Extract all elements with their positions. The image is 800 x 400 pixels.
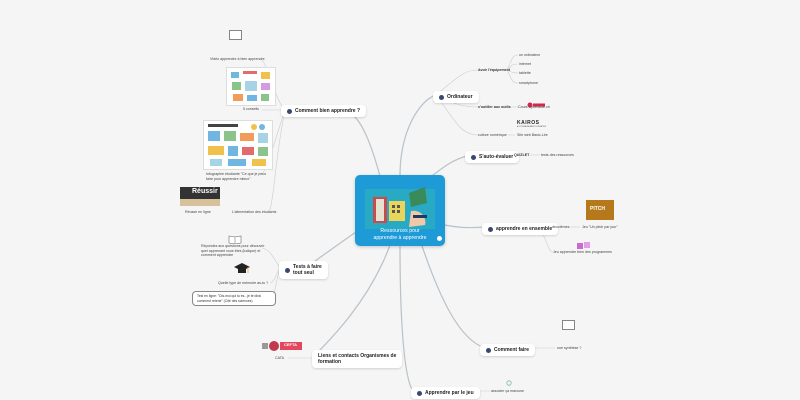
branch-label-line-1: Liens et contacts Organismes de: [318, 353, 397, 359]
cinq-conseils-thumbnail: [226, 67, 276, 106]
branch-label-line-2: formation: [318, 359, 342, 365]
kairos-logo: KAIROS ACCOMPAGNEMENT FORMATION: [517, 120, 551, 130]
leaf-test-en-ligne[interactable]: Test en ligne: "Dis-moi qui tu es...je t…: [192, 291, 276, 306]
center-illustration: [365, 187, 435, 229]
leaf-site-web-basic[interactable]: Site web Basic-Lire: [517, 133, 548, 137]
graduation-cap-icon: [234, 262, 250, 276]
leaf-jeu-programme[interactable]: Jeu apprendre bien des programmes: [553, 250, 612, 254]
branch-label: Tests à faire tout seul: [293, 264, 322, 276]
branch-apprendre-ensemble[interactable]: apprendre en ensemble: [482, 223, 559, 235]
central-node[interactable]: Ressources pour apprendre à apprendre: [355, 175, 445, 246]
loading-icon: [506, 373, 512, 386]
expand-toggle-icon[interactable]: [437, 236, 442, 241]
branch-liens-contacts[interactable]: Liens et contacts Organismes de formatio…: [312, 350, 403, 368]
leaf-internet[interactable]: internet: [519, 62, 531, 66]
branch-label: Apprendre par le jeu: [425, 390, 474, 396]
programme-game-icon: [577, 237, 591, 249]
branch-bullet-icon: [488, 226, 493, 232]
test-en-ligne-text: Test en ligne: "Dis-moi qui tu es...je t…: [197, 294, 261, 303]
kairos-logo-text: KAIROS: [517, 120, 540, 126]
pitch-game-thumbnail: PITCH: [586, 200, 614, 220]
branch-label: Ordinateur: [447, 94, 473, 100]
leaf-infographie[interactable]: Infographie étudiante "Ce que je peux fa…: [206, 172, 267, 181]
leaf-video[interactable]: Vidéo apprendre à bien apprendre: [210, 57, 265, 61]
branch-label-line-2: tout seul: [293, 270, 314, 276]
cefta-logo: CEFTA: [262, 339, 304, 351]
leaf-tests-ressources[interactable]: tests des ressources: [541, 153, 574, 157]
branch-bullet-icon: [486, 347, 491, 353]
leaf-repondre-questions[interactable]: Répondez aux questions pour découvrir qu…: [201, 244, 265, 257]
pitch-game-badge-text: PITCH: [590, 206, 605, 212]
branch-apprendre-par-le-jeu[interactable]: Apprendre par le jeu: [411, 387, 480, 399]
leaf-cinq-conseils[interactable]: 5 conseils: [243, 107, 259, 111]
central-title-line-1: Ressources pour: [380, 228, 420, 234]
branch-comment-faire[interactable]: Comment faire: [480, 344, 536, 356]
reussir-thumbnail-text: Réussir: [192, 188, 218, 195]
leaf-se-former[interactable]: s'outiller aux outils: [478, 105, 511, 109]
cefta-logo-text: CEFTA: [284, 342, 298, 347]
central-title: Ressources pour apprendre à apprendre: [355, 228, 445, 241]
reussir-thumbnail-banner: [180, 199, 220, 206]
leaf-lien-cata[interactable]: CATA: [275, 356, 285, 360]
branch-auto-evaluer[interactable]: S'auto-évaluer: [465, 151, 520, 163]
leaf-un-ordinateur[interactable]: un ordinateur: [519, 53, 541, 57]
leaf-quizlet[interactable]: QUIZLET: [514, 153, 530, 157]
leaf-associer[interactable]: associer ça marcuse: [491, 389, 524, 393]
branch-label: Comment bien apprendre ?: [295, 108, 361, 114]
central-title-line-2: apprendre à apprendre: [373, 234, 427, 241]
branch-bullet-icon: [417, 390, 422, 396]
infographie-thumbnail: [203, 120, 273, 170]
leaf-culture-numerique[interactable]: culture numérique: [478, 133, 507, 137]
branch-bullet-icon: [439, 94, 444, 100]
branch-label: Comment faire: [494, 347, 530, 353]
reussir-en-ligne-thumbnail: Réussir: [180, 187, 220, 206]
branch-comment-bien-apprendre[interactable]: Comment bien apprendre ?: [281, 105, 367, 117]
document-icon: [562, 317, 575, 330]
leaf-deuxiemes[interactable]: deuxièmes: [552, 225, 570, 229]
branch-bullet-icon: [287, 108, 292, 114]
leaf-avoir-equipement[interactable]: Avoir l'équipement: [478, 68, 511, 72]
leaf-smartphone[interactable]: smartphone: [519, 81, 538, 85]
leaf-alimentation[interactable]: L'alimentation des étudiants: [232, 210, 277, 214]
leaf-jeu-pitch[interactable]: Jeu "Un pitch par jour": [582, 225, 618, 229]
kairos-logo-subtext: ACCOMPAGNEMENT FORMATION: [517, 126, 547, 128]
book-icon: [228, 231, 242, 245]
branch-label-line-1: Tests à faire: [293, 264, 322, 270]
leaf-une-synthese[interactable]: une synthèse ?: [557, 346, 582, 350]
branch-bullet-icon: [471, 154, 476, 160]
branch-label: Liens et contacts Organismes de formatio…: [318, 353, 396, 365]
branch-label: S'auto-évaluer: [479, 154, 514, 160]
branch-label: apprendre en ensemble: [496, 226, 553, 232]
leaf-quelle-type-memoire[interactable]: Quelle type de mémoire as-tu ?: [218, 281, 269, 285]
leaf-reussir-en-ligne[interactable]: Réussir en ligne: [185, 210, 211, 214]
branch-ordinateur[interactable]: Ordinateur: [433, 91, 479, 103]
branch-bullet-icon: [285, 267, 290, 273]
branch-tests[interactable]: Tests à faire tout seul: [279, 261, 328, 279]
leaf-tablette[interactable]: tablette: [519, 71, 531, 75]
leaf-cours-cyberaide[interactable]: Cours Cyberaide.ch: [518, 105, 550, 109]
cyberaide-logo: [527, 95, 545, 108]
video-document-icon: [229, 27, 242, 40]
